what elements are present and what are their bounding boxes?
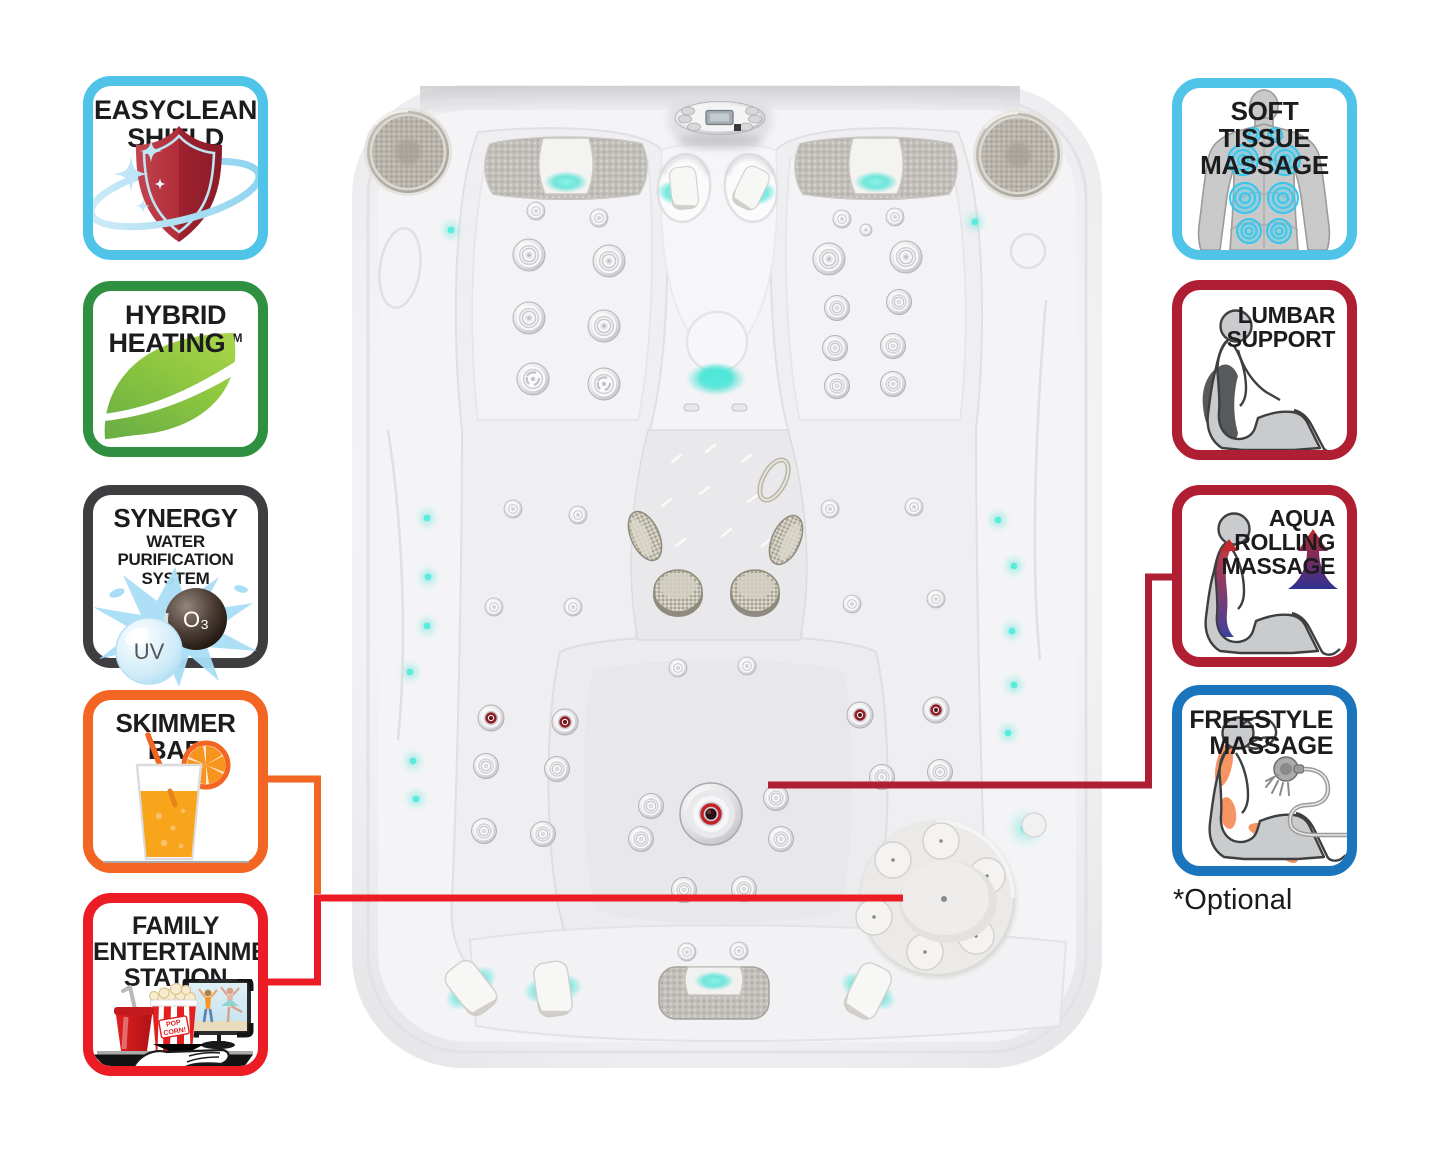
soft-tissue-massage-title: SOFT TISSUE MASSAGE bbox=[1200, 96, 1329, 181]
synergy-splash-icon: O₃ UV bbox=[93, 567, 257, 687]
popcorn-icon: POP CORN! bbox=[148, 982, 198, 1052]
callout-aqua-rolling-massage: AQUA ROLLING MASSAGE bbox=[1172, 485, 1357, 667]
soda-cup-icon bbox=[114, 985, 154, 1051]
callout-synergy: SYNERGY WATER PURIFICATION SYSTEM O₃ UV bbox=[83, 485, 268, 687]
lumbar-support-icon bbox=[1202, 309, 1343, 450]
aqua-rolling-massage-icon bbox=[1204, 512, 1341, 656]
shower-handset-icon bbox=[1265, 756, 1347, 838]
callout-lumbar-support: LUMBAR SUPPORT bbox=[1172, 280, 1357, 460]
family-entertainment-title: FAMILY ENTERTAINMENT STATION bbox=[93, 912, 268, 992]
headrest-right bbox=[794, 136, 958, 200]
headrest-bottom bbox=[658, 966, 770, 1020]
soft-tissue-massage-icon bbox=[1197, 89, 1331, 250]
headrest-left bbox=[484, 136, 648, 200]
svg-text:POP: POP bbox=[166, 1019, 182, 1029]
freestyle-massage-icon bbox=[1208, 716, 1347, 864]
speaker-right-icon bbox=[973, 110, 1063, 200]
gradient-arrow-icon bbox=[1288, 529, 1338, 589]
tray-surface bbox=[103, 861, 249, 863]
speaker-left-icon bbox=[364, 108, 452, 196]
jets-footwell bbox=[627, 656, 795, 962]
svg-text:CORN!: CORN! bbox=[163, 1026, 187, 1037]
center-wedge bbox=[627, 429, 808, 641]
dancers bbox=[198, 986, 243, 1023]
back-gradient-stripe bbox=[1216, 543, 1234, 637]
freestyle-massage-title: FREESTYLE MASSAGE bbox=[1189, 706, 1333, 760]
cooldown-seats bbox=[654, 152, 779, 224]
optional-note: *Optional bbox=[1173, 884, 1293, 916]
svg-text:UV: UV bbox=[134, 639, 165, 664]
rim-details bbox=[378, 227, 1048, 741]
callout-hybrid-heating: HYBRID HEATINGTM bbox=[83, 281, 268, 457]
main-jet bbox=[679, 782, 743, 846]
lumbar-support-title: LUMBAR SUPPORT bbox=[1226, 302, 1336, 352]
skimmer-bar-title: SKIMMER BAR bbox=[115, 708, 236, 766]
skimmer-bar-drink-icon bbox=[103, 732, 249, 863]
callout-family-entertainment-station: FAMILY ENTERTAINMENT STATION bbox=[83, 893, 268, 1076]
callout-freestyle-massage: FREESTYLE MASSAGE bbox=[1172, 685, 1357, 876]
tablet-icon bbox=[182, 979, 254, 1049]
massage-points bbox=[1227, 127, 1301, 244]
easyclean-shield-title: EASYCLEAN SHIELD bbox=[94, 95, 257, 152]
serving-hand-icon bbox=[133, 1044, 230, 1066]
callout-soft-tissue-massage: SOFT TISSUE MASSAGE bbox=[1172, 78, 1357, 260]
hybrid-heating-leaf-icon bbox=[93, 333, 258, 439]
control-panel bbox=[668, 94, 772, 149]
center-light bbox=[683, 310, 749, 412]
hybrid-heating-title: HYBRID HEATINGTM bbox=[93, 301, 258, 357]
callout-skimmer-bar: SKIMMER BAR bbox=[83, 690, 268, 873]
callout-easyclean-shield: EASYCLEAN SHIELD bbox=[83, 76, 268, 260]
svg-text:O₃: O₃ bbox=[183, 607, 209, 632]
easyclean-shield-icon bbox=[93, 126, 258, 242]
aqua-rolling-massage-title: AQUA ROLLING MASSAGE bbox=[1221, 505, 1336, 579]
synergy-title: SYNERGY bbox=[113, 503, 238, 533]
